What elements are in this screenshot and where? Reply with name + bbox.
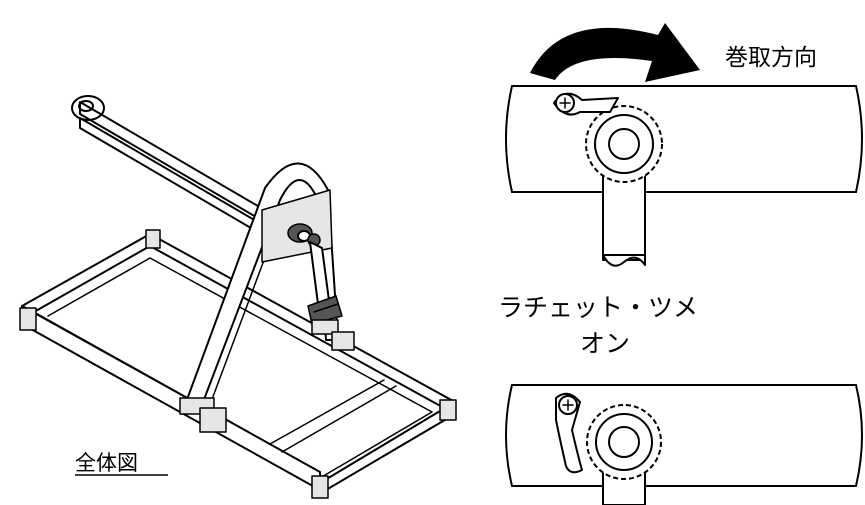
winding-direction-label: 巻取方向 — [725, 45, 817, 71]
curved-arrow-clockwise-icon — [530, 23, 700, 82]
overall-frame-drawing — [19, 95, 457, 499]
overall-view-label: 全体図 — [75, 451, 138, 475]
ratchet-off-drawing — [505, 384, 863, 505]
state-on-label: オン — [580, 329, 630, 358]
ratchet-pawl-label: ラチェット・ツメ — [498, 293, 698, 322]
ratchet-on-drawing — [505, 85, 863, 267]
